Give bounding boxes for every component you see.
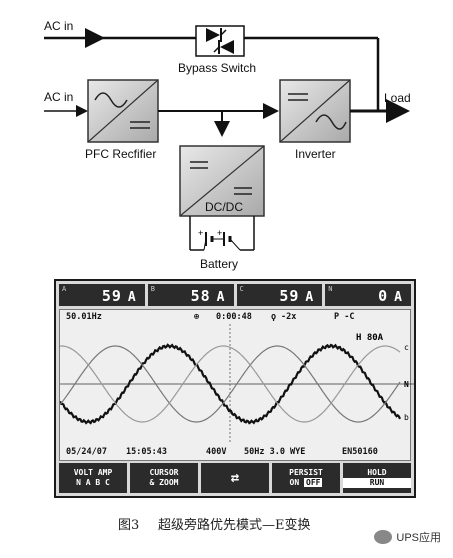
- voltage-readout: 400V: [206, 447, 227, 457]
- zoom-readout: -2x: [281, 312, 297, 322]
- phase-c-trace: [60, 345, 401, 423]
- reading-c-value: 59: [279, 287, 300, 305]
- cursor-zoom-softkey[interactable]: CURSOR & ZOOM: [130, 463, 198, 493]
- reading-a-unit: A: [127, 290, 137, 305]
- reading-n-unit: A: [394, 290, 403, 305]
- figure-title: 超级旁路优先模式—E变换: [158, 518, 311, 533]
- watermark-text: UPS应用: [396, 532, 441, 544]
- move-arrows-icon: ⇄: [230, 470, 240, 486]
- dcdc-block: [179, 145, 265, 217]
- hold-run-softkey[interactable]: HOLD RUN: [343, 463, 411, 493]
- watermark: UPS应用: [374, 529, 441, 545]
- date-readout: 05/24/07: [66, 447, 107, 457]
- reading-b: B 58 A: [147, 284, 234, 306]
- ups-block-diagram: AC in Bypass Switch AC in PFC Recfifier: [0, 0, 453, 275]
- reading-n-value: 0: [378, 287, 389, 305]
- figure-caption: 图3 超级旁路优先模式—E变换: [0, 508, 453, 538]
- zoom-icon: ϙ: [271, 312, 277, 322]
- marker-c: c: [404, 343, 409, 352]
- waveform-plot: 50.01Hz ⊕ 0:00:48 ϙ -2x P -C H 80A c N b…: [59, 309, 414, 461]
- marker-b: b: [404, 413, 409, 422]
- phase-a-trace: [60, 343, 402, 425]
- reading-n-channel: N: [328, 285, 333, 293]
- config-readout: 50Hz 3.0 WYE: [244, 447, 306, 457]
- ac-in-mid-label: AC in: [44, 90, 73, 104]
- svg-text:+: +: [217, 228, 222, 238]
- battery-icon: + +: [189, 216, 255, 251]
- frequency-readout: 50.01Hz: [66, 312, 102, 322]
- volt-amp-softkey[interactable]: VOLT AMP N A B C: [59, 463, 127, 493]
- standard-readout: EN50160: [342, 447, 378, 457]
- load-label: Load: [384, 91, 411, 105]
- dcdc-label: DC/DC: [205, 200, 243, 214]
- bypass-switch-label: Bypass Switch: [178, 61, 256, 75]
- marker-n: N: [404, 380, 409, 389]
- top-flags: P -C: [334, 312, 355, 322]
- phase-b-trace: [60, 345, 401, 423]
- reading-b-value: 58: [190, 287, 211, 305]
- record-icon: ⊕: [194, 312, 200, 322]
- waveform-svg: H 80A c N b: [60, 324, 414, 444]
- reading-b-unit: A: [216, 290, 226, 305]
- move-softkey[interactable]: ⇄: [201, 463, 269, 493]
- svg-text:+: +: [198, 228, 203, 238]
- reading-c: C 59 A: [236, 284, 323, 306]
- persist-softkey[interactable]: PERSIST ON OFF: [272, 463, 340, 493]
- inverter-label: Inverter: [295, 147, 336, 161]
- pfc-rectifier-label: PFC Recfifier: [85, 147, 156, 161]
- figure-number: 图3: [118, 518, 140, 533]
- bypass-switch-icon: [195, 25, 245, 57]
- reading-c-channel: C: [239, 285, 244, 293]
- battery-label: Battery: [200, 257, 238, 271]
- reading-c-unit: A: [305, 290, 315, 305]
- wechat-logo-icon: [374, 530, 393, 544]
- reading-b-channel: B: [150, 285, 155, 293]
- scale-label: H 80A: [356, 333, 384, 343]
- softkey-bar: VOLT AMP N A B C CURSOR & ZOOM ⇄ PERSIST…: [59, 463, 411, 493]
- inverter-block: [279, 79, 351, 143]
- ac-in-top-label: AC in: [44, 19, 73, 33]
- reading-a-channel: A: [62, 285, 67, 293]
- diagram-svg: AC in Bypass Switch AC in PFC Recfifier: [44, 19, 411, 271]
- pfc-rectifier-block: [87, 79, 159, 143]
- reading-a-value: 59: [101, 287, 122, 305]
- time-readout: 15:05:43: [126, 447, 167, 457]
- reading-a: A 59 A: [59, 284, 145, 306]
- timer-readout: 0:00:48: [216, 312, 252, 322]
